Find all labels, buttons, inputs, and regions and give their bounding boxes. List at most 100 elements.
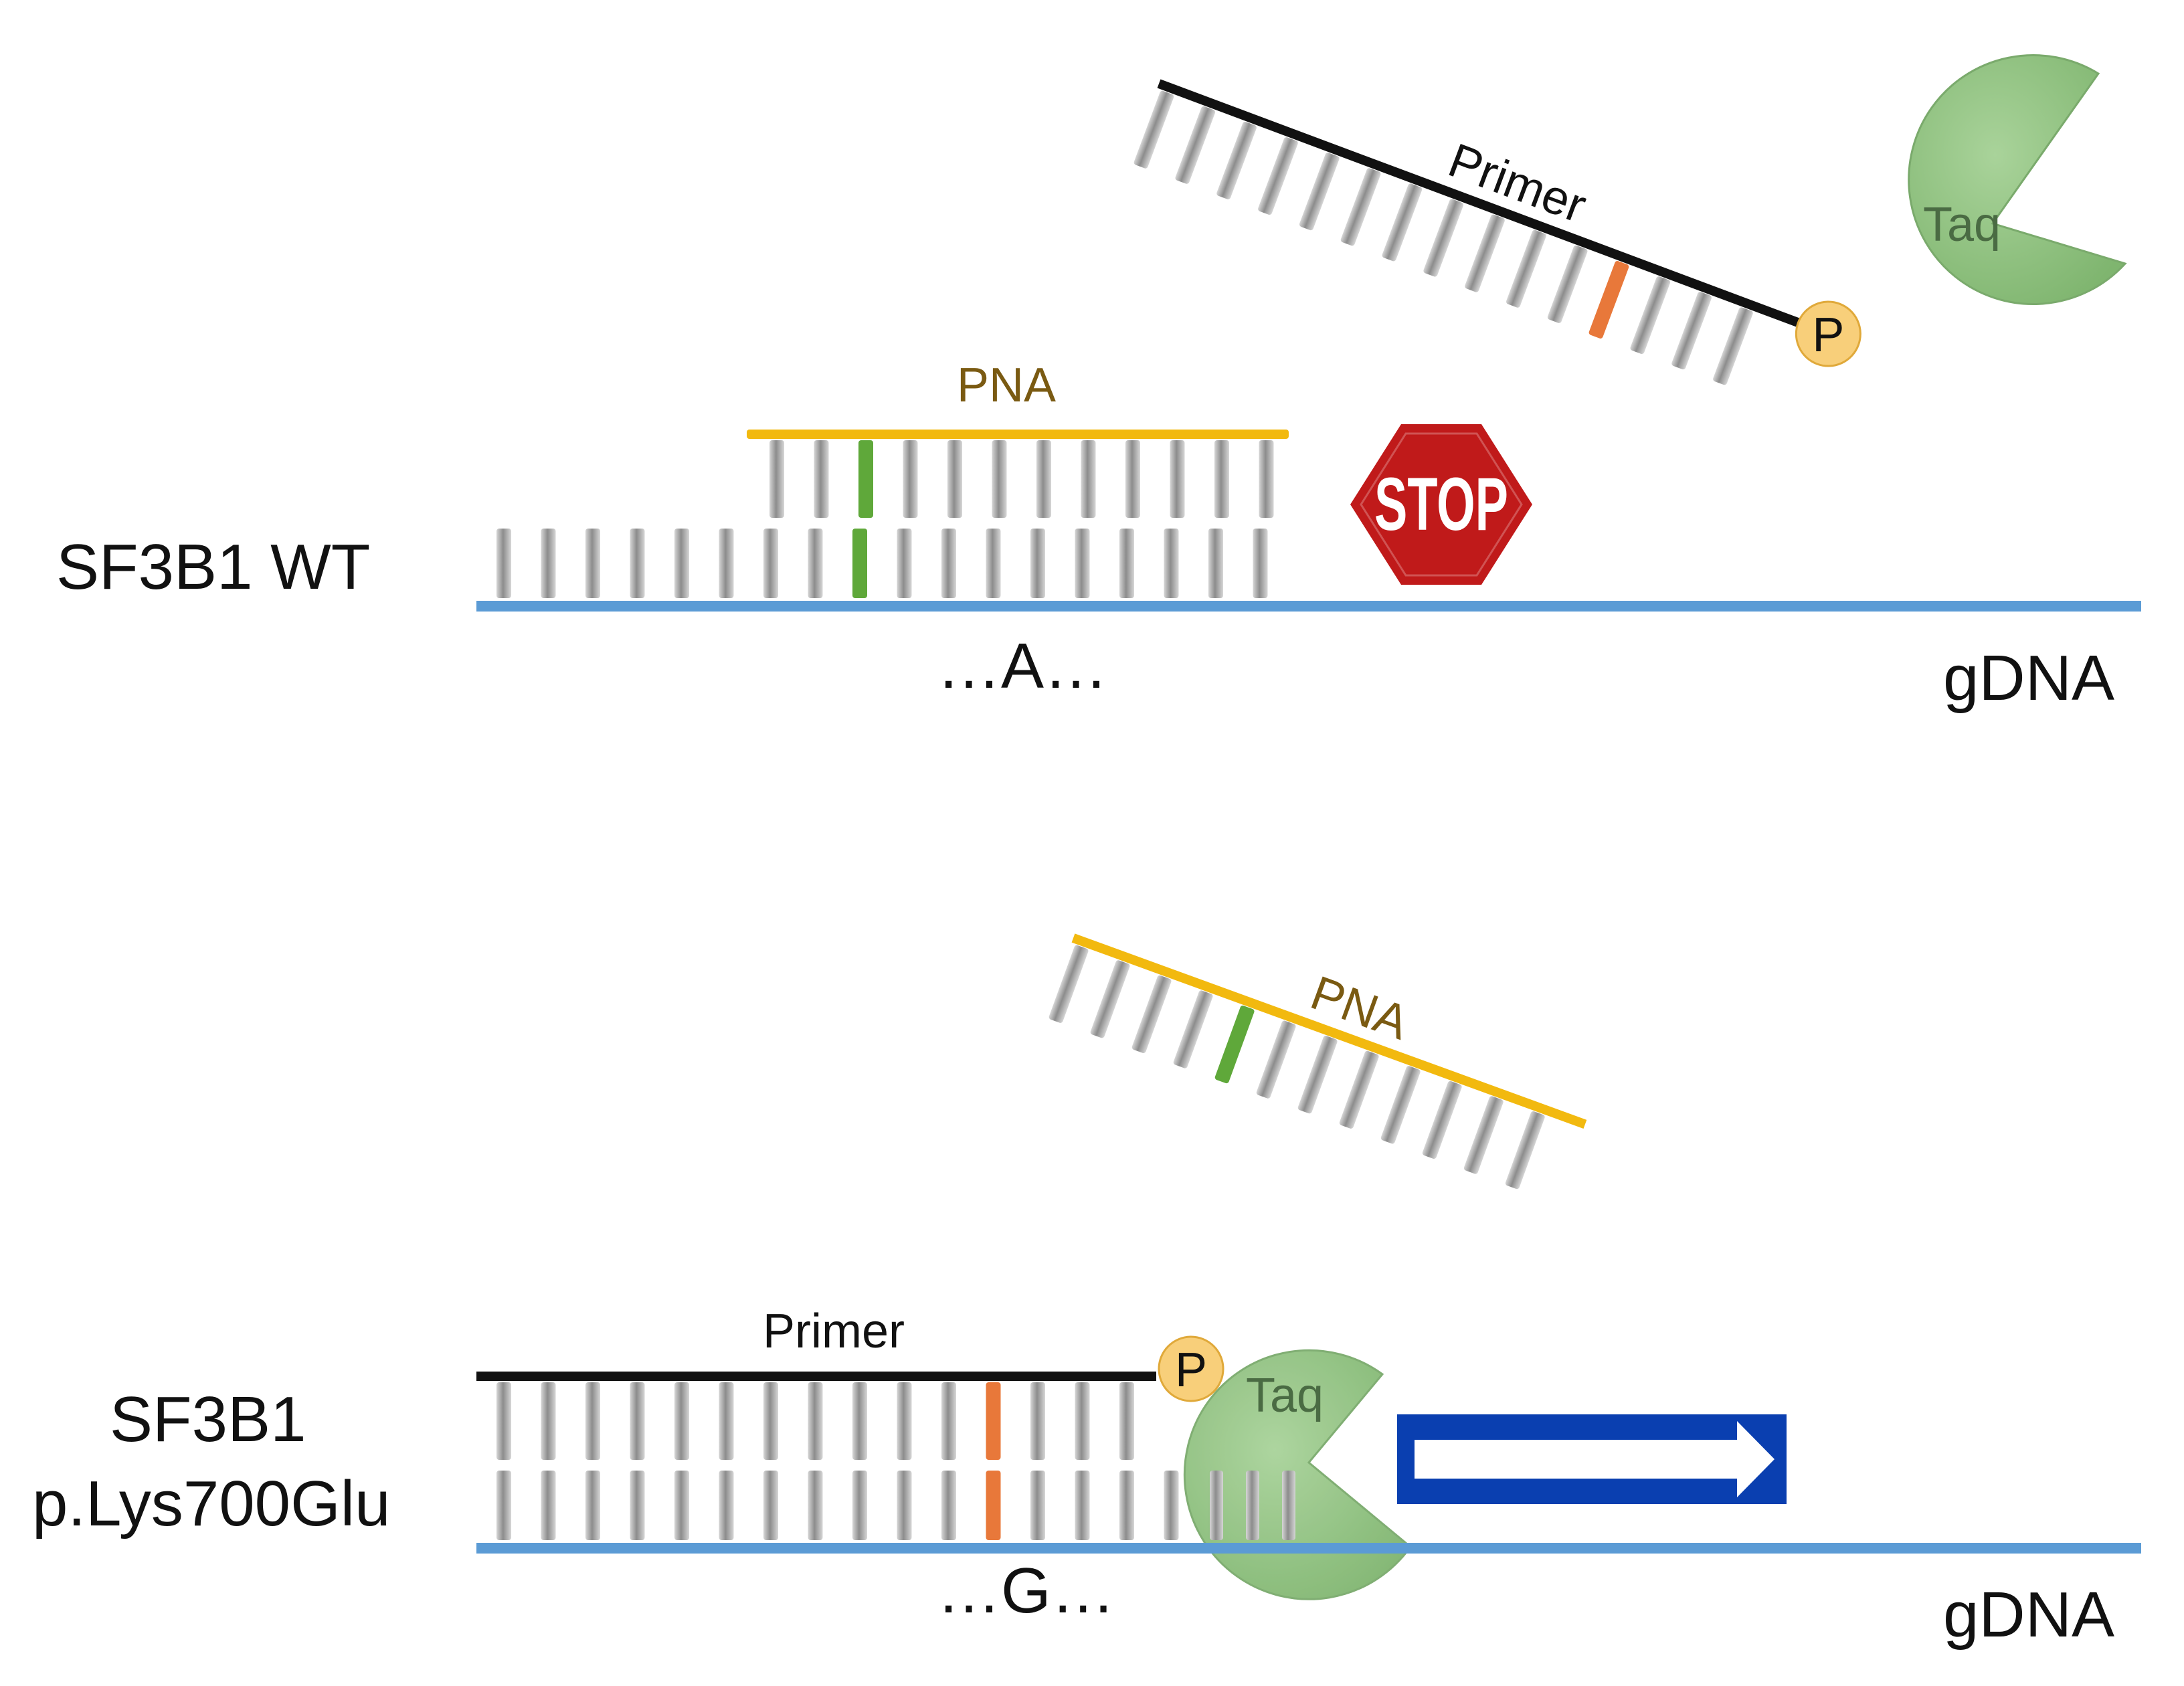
pna-base	[1131, 975, 1172, 1053]
gdna-base	[852, 1471, 867, 1540]
primer-base	[674, 1382, 689, 1460]
primer-base	[852, 1382, 867, 1460]
gdna-base	[541, 529, 556, 598]
wt-phosphate-icon: P	[1795, 300, 1861, 367]
panel-mutant: SF3B1 p.Lys700Glu PNA Taq Primer P …G… g…	[32, 933, 2141, 1651]
primer-base	[1423, 199, 1464, 277]
pna-base	[1297, 1036, 1338, 1114]
primer-base	[941, 1382, 956, 1460]
pna-base	[1090, 960, 1130, 1038]
pna-base	[1463, 1096, 1504, 1174]
pna-base	[1259, 440, 1274, 518]
gdna-base	[1164, 529, 1179, 598]
primer-base	[630, 1382, 645, 1460]
mutant-taq-label: Taq	[1246, 1369, 1324, 1422]
primer-base	[1382, 183, 1423, 262]
primer-base	[1299, 153, 1340, 231]
wt-phosphate-label: P	[1812, 308, 1844, 362]
pna-base	[1081, 440, 1096, 518]
primer-base	[1175, 106, 1216, 184]
pna-base	[1256, 1020, 1296, 1099]
primer-base	[1465, 214, 1505, 292]
mutant-pna-backbone	[1071, 933, 1587, 1129]
primer-base	[986, 1382, 1001, 1460]
wt-gdna-label: gDNA	[1943, 642, 2114, 714]
stop-sign-icon: STOP	[1350, 424, 1532, 585]
gdna-base	[1030, 1471, 1045, 1540]
pna-base	[1125, 440, 1140, 518]
mutant-primer-backbone	[476, 1372, 1156, 1381]
gdna-base	[1075, 529, 1090, 598]
gdna-base	[585, 529, 600, 598]
gdna-base	[496, 529, 511, 598]
gdna-base	[763, 529, 778, 598]
mutant-new-bases	[1210, 1471, 1295, 1540]
extension-arrow-icon	[1397, 1414, 1787, 1504]
new-base	[1210, 1471, 1223, 1540]
primer-base	[541, 1382, 556, 1460]
gdna-base	[852, 529, 867, 598]
gdna-base	[897, 1471, 912, 1540]
wt-free-primer: Primer P	[1133, 79, 1861, 385]
primer-base	[1030, 1382, 1045, 1460]
primer-base	[1216, 121, 1257, 199]
pna-base	[1339, 1050, 1379, 1129]
pna-base	[947, 440, 962, 518]
pna-base	[1505, 1111, 1545, 1190]
pna-base	[1422, 1081, 1462, 1159]
primer-base	[1671, 292, 1712, 370]
gdna-base	[719, 1471, 734, 1540]
primer-base	[1506, 229, 1546, 308]
gdna-base	[986, 1471, 1001, 1540]
pna-base	[1036, 440, 1051, 518]
pna-base	[1214, 1005, 1255, 1084]
gdna-base	[941, 529, 956, 598]
gdna-base	[808, 529, 823, 598]
gdna-base	[763, 1471, 778, 1540]
wt-panel-label: SF3B1 WT	[56, 531, 370, 603]
wt-pna-backbone	[747, 430, 1289, 439]
primer-base	[1547, 245, 1588, 323]
gdna-base	[674, 1471, 689, 1540]
primer-base	[1133, 90, 1174, 169]
gdna-base	[1253, 529, 1268, 598]
mutant-gdna-strand	[476, 1543, 2141, 1554]
primer-base	[719, 1382, 734, 1460]
new-base	[1282, 1471, 1295, 1540]
wt-primer-bases	[1133, 90, 1753, 385]
mutant-free-pna: PNA	[1049, 933, 1587, 1190]
pna-base	[1049, 945, 1089, 1023]
gdna-base	[1030, 529, 1045, 598]
mutant-primer-label: Primer	[763, 1305, 905, 1358]
pna-base	[1380, 1066, 1421, 1144]
primer-base	[897, 1382, 912, 1460]
wt-taq-label: Taq	[1923, 198, 2001, 252]
primer-base	[1119, 1382, 1134, 1460]
stop-sign-text: STOP	[1374, 462, 1508, 546]
wt-taq-polymerase-icon: Taq	[1908, 54, 2127, 306]
mutant-allele-label: …G…	[937, 1555, 1115, 1626]
gdna-base	[808, 1471, 823, 1540]
wt-pna-label: PNA	[957, 359, 1056, 412]
mutant-gdna-bases	[496, 1471, 1223, 1540]
gdna-base	[1119, 529, 1134, 598]
mutant-primer-bases	[496, 1382, 1134, 1460]
gdna-base	[1208, 529, 1223, 598]
mutant-phosphate-icon: P	[1158, 1335, 1224, 1402]
pna-base	[1173, 990, 1213, 1068]
primer-base	[1588, 260, 1629, 339]
primer-base	[1258, 137, 1298, 215]
primer-base	[496, 1382, 511, 1460]
mutant-phosphate-label: P	[1175, 1343, 1207, 1397]
gdna-base	[1075, 1471, 1090, 1540]
pna-base	[1170, 440, 1185, 518]
new-base	[1246, 1471, 1259, 1540]
gdna-base	[585, 1471, 600, 1540]
wt-allele-label: …A…	[937, 630, 1108, 702]
mutant-panel-label-line2: p.Lys700Glu	[32, 1468, 390, 1539]
primer-base	[1340, 168, 1381, 246]
pna-base	[769, 440, 784, 518]
primer-base	[1075, 1382, 1090, 1460]
mutant-gdna-label: gDNA	[1943, 1579, 2114, 1651]
